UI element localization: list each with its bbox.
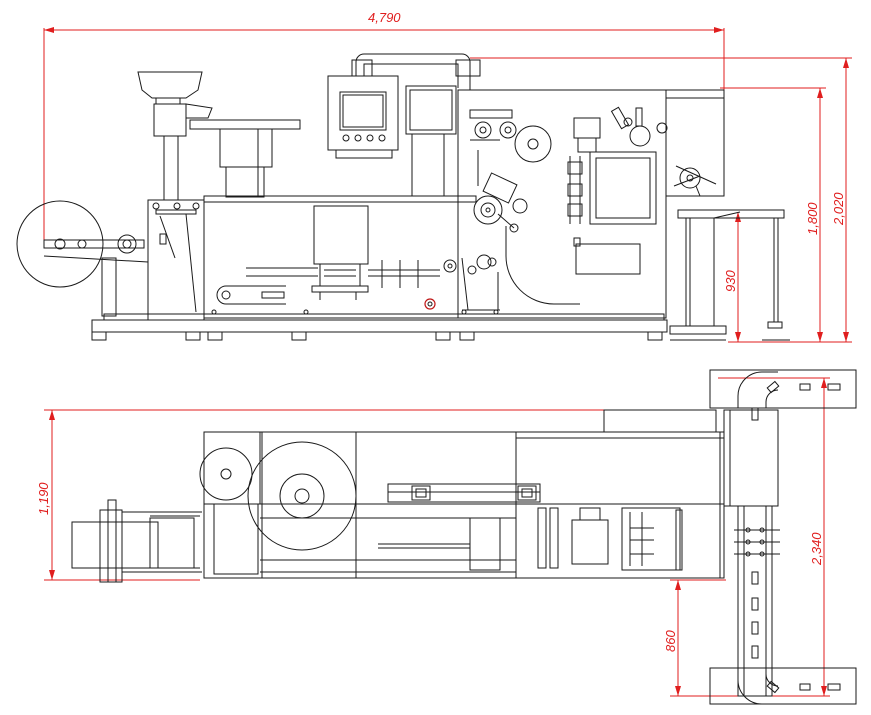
dim-label-1800: 1,800 (805, 202, 820, 235)
dim-1800: 1,800 (720, 87, 826, 342)
hmi-screen (339, 91, 387, 131)
feed-hopper (137, 71, 213, 201)
right-cabinet (457, 89, 667, 319)
machine-feet (91, 331, 663, 341)
control-panel (327, 53, 481, 197)
foil-reel-left (16, 200, 149, 317)
dim-label-2340: 2,340 (809, 532, 824, 566)
dim-conveyor-offset: 860 (663, 579, 726, 697)
dim-label-930: 930 (723, 270, 738, 292)
dim-label-1190: 1,190 (36, 482, 51, 515)
left-frame (147, 199, 205, 321)
outfeed-conveyor (709, 369, 857, 705)
side-elevation (16, 53, 790, 341)
dim-total-length: 4,790 (43, 10, 725, 240)
outfeed-table (669, 209, 790, 341)
main-body (203, 195, 459, 319)
plan-view (71, 369, 857, 705)
dim-label-2020: 2,020 (831, 192, 846, 226)
dim-label-860: 860 (663, 630, 678, 652)
red-marker (424, 298, 436, 310)
dim-930: 930 (723, 212, 852, 343)
dim-label-4790: 4,790 (368, 10, 401, 25)
plan-reel-small (199, 447, 253, 501)
dim-total-height: 2,020 (470, 57, 852, 342)
dim-conveyor-length: 2,340 (718, 377, 830, 697)
upper-table (189, 119, 301, 130)
dim-width-plan: 1,190 (36, 409, 604, 581)
plan-reel-large (247, 441, 357, 551)
